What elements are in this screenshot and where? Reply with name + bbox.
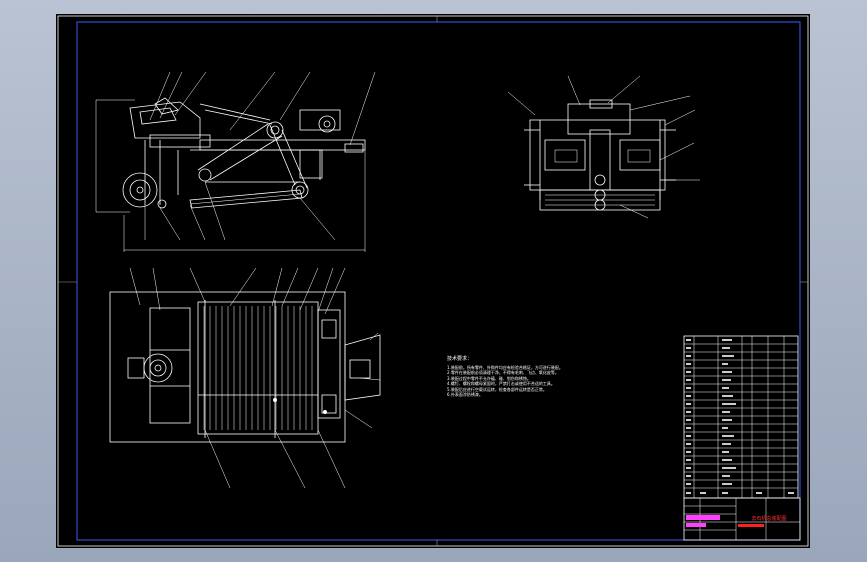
- tech-note-line: 6.外表面涂防锈漆。: [447, 392, 483, 397]
- tech-notes-title: 技术要求：: [447, 356, 473, 362]
- tech-note-line: 1.装配前，所有零件、外购件均应有检验合格证，方可进行装配。: [447, 364, 563, 370]
- tech-note-line: 5.装配后应进行空载试运转，检查各部件运转是否正常。: [447, 386, 547, 392]
- title-block-frame: [683, 497, 801, 541]
- top-view: [109, 267, 381, 489]
- outer-frame: [57, 15, 809, 547]
- tech-note-line: 3.装配过程中零件不允许磕、碰、划伤和锈蚀。: [447, 375, 531, 381]
- tech-note-line: 2.零件在装配前必须清理干净，不得有毛刺、飞边、氧化皮等。: [447, 370, 559, 375]
- front-view: [95, 71, 376, 252]
- side-view: [507, 75, 700, 219]
- technical-notes: 技术要求： 1.装配前，所有零件、外购件均应有检验合格证，方可进行装配。 2.零…: [447, 356, 607, 398]
- drawing-title: 去石机总装配图: [751, 516, 787, 522]
- inner-frame: [76, 21, 801, 541]
- parts-list: [683, 335, 799, 499]
- tech-note-line: 4.螺钉、螺栓和螺母紧固时，严禁打击或使用不合适的工具。: [447, 381, 555, 386]
